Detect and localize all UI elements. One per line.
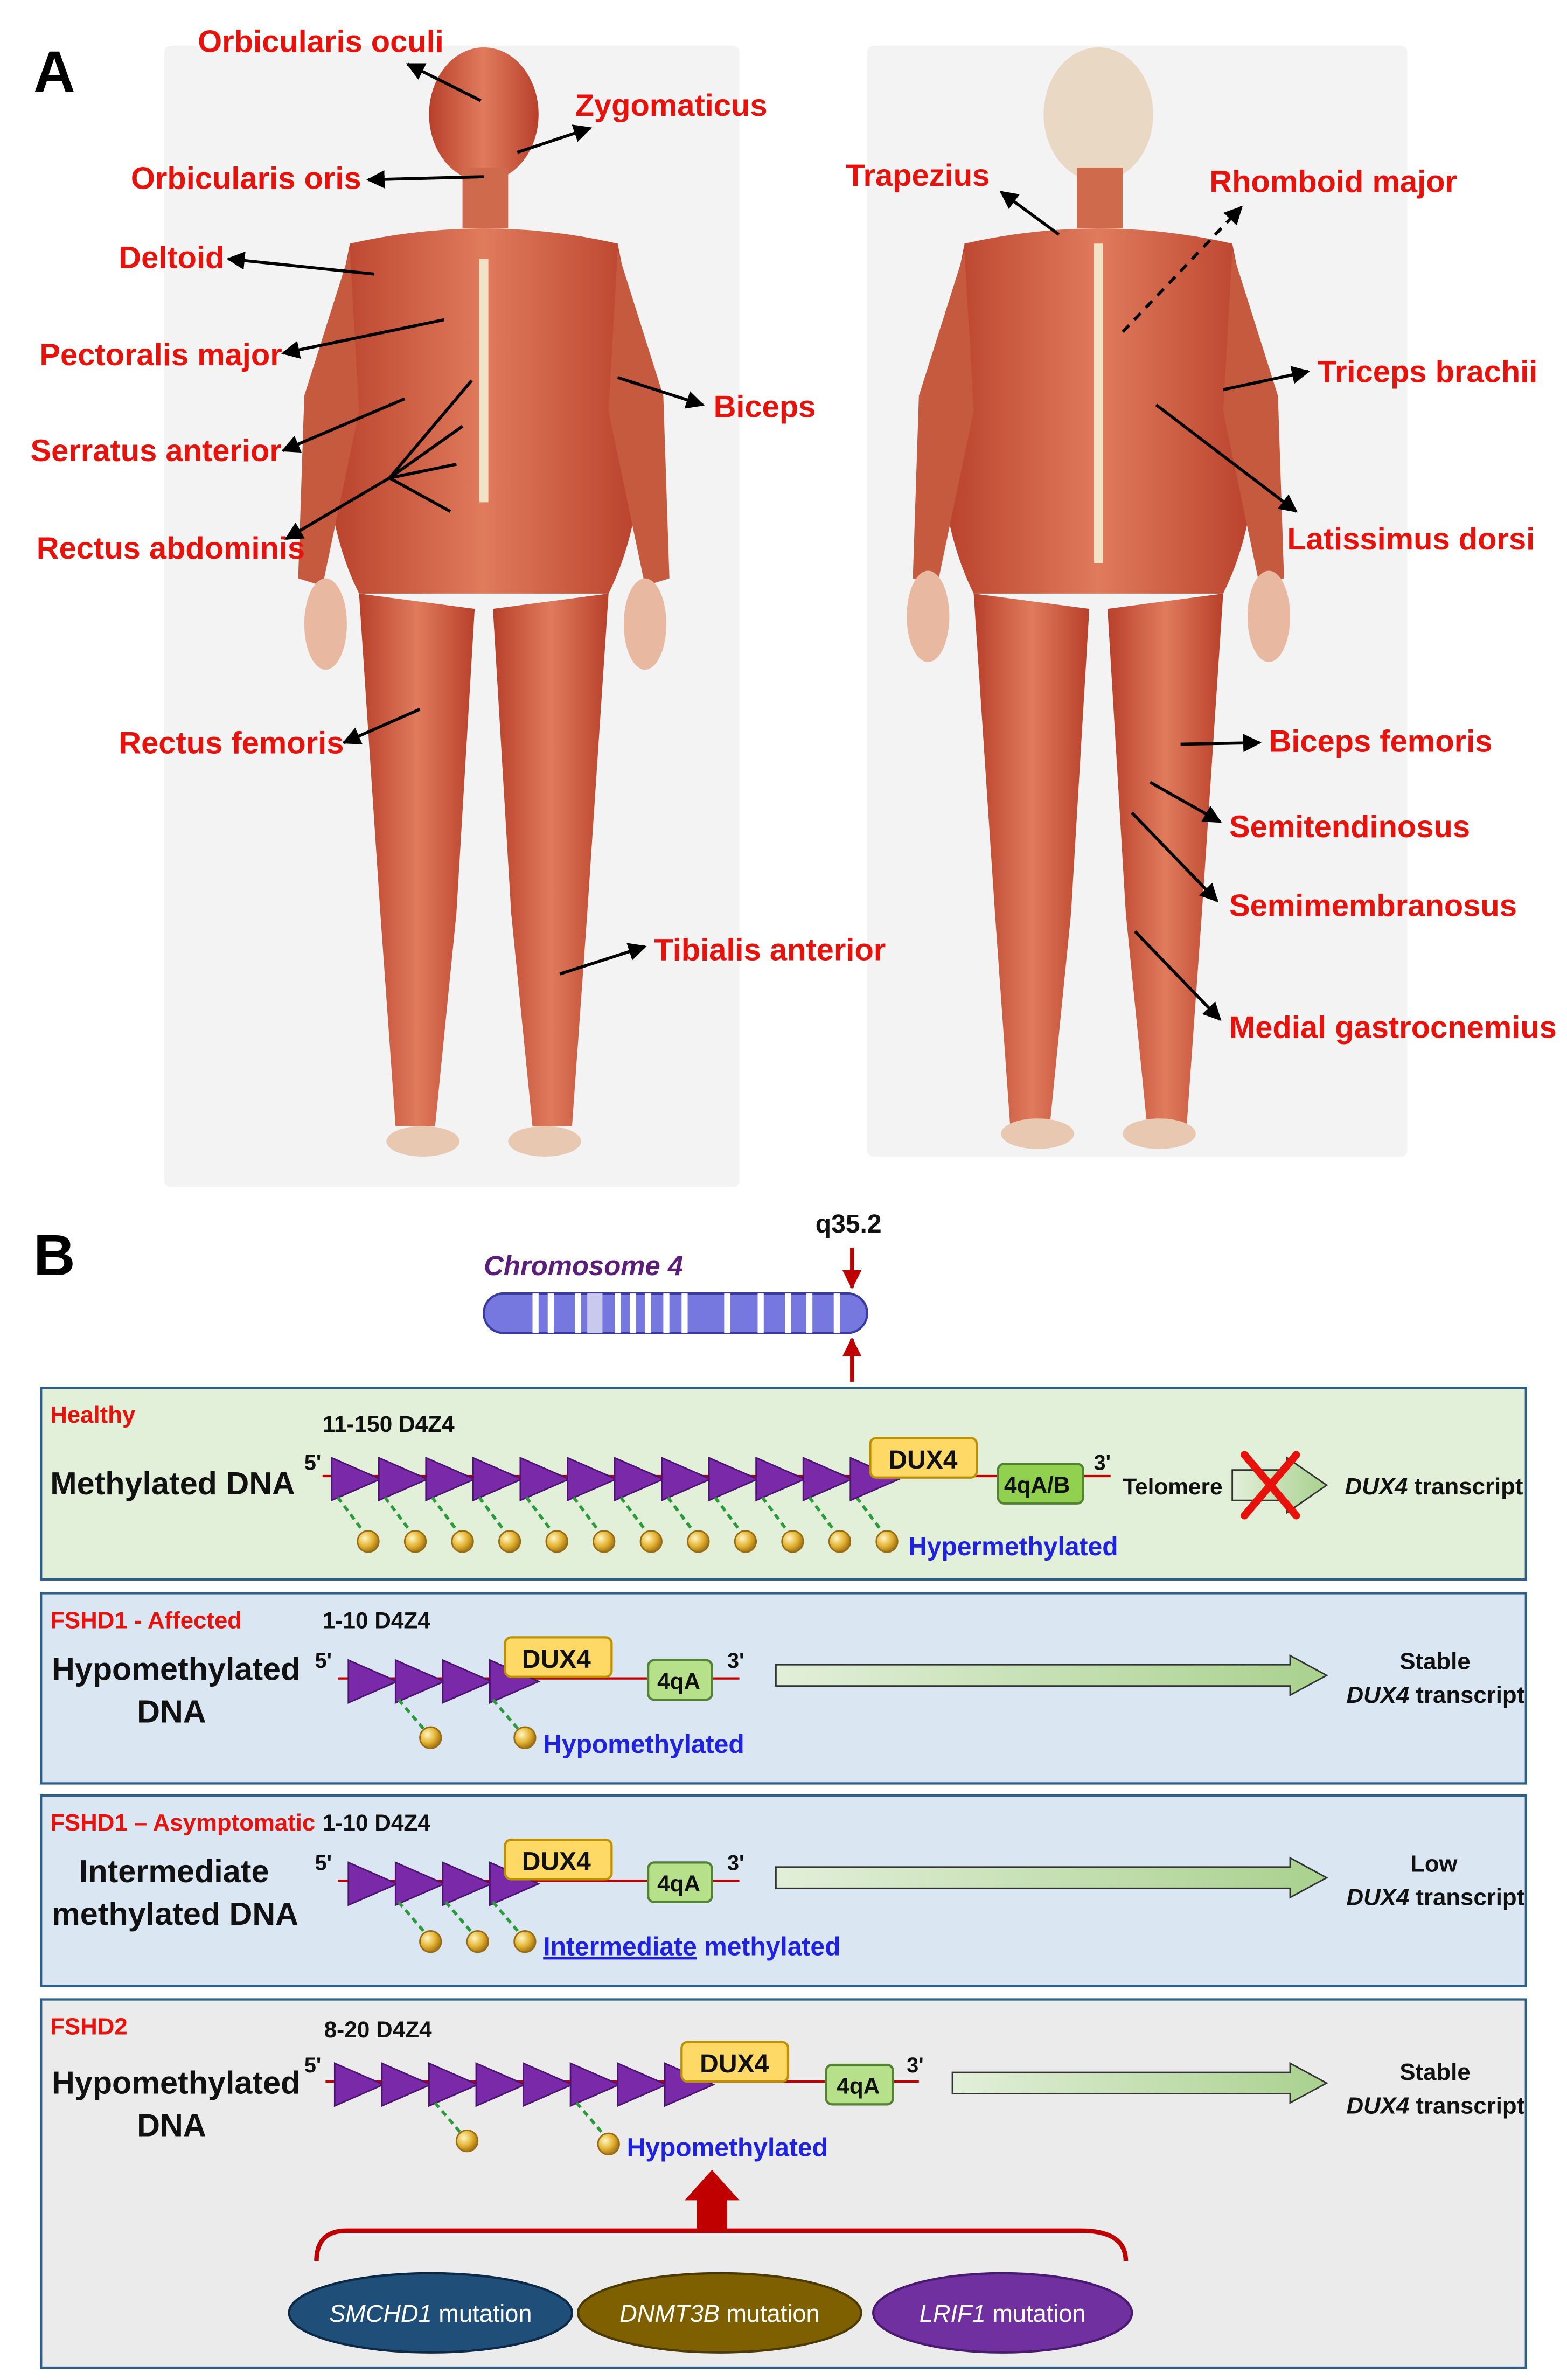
- dux4-box: [504, 1838, 613, 1881]
- dux4-box: [869, 1437, 978, 1479]
- row-tag: FSHD1 – Asymptomatic: [50, 1810, 315, 1836]
- dux4-label: DUX4: [888, 1446, 957, 1474]
- allele-box: [647, 1861, 713, 1903]
- label-pectoralis-major: Pectoralis major: [39, 338, 282, 372]
- row-title-line1: Intermediate: [79, 1853, 269, 1889]
- label-orbicularis-oculi: Orbicularis oculi: [198, 24, 444, 59]
- front-labels: Orbicularis oculi Zygomaticus Orbiculari…: [30, 24, 886, 967]
- panel-b: B Chromosome 4 q35.2 Healthy 11-150 D4Z4: [33, 1210, 1527, 2369]
- three-prime: 3': [1094, 1451, 1111, 1475]
- result-text: DUX4 transcript: [1346, 1884, 1524, 1910]
- dux4-label: DUX4: [522, 1645, 591, 1674]
- allele-label: 4qA: [657, 1871, 700, 1896]
- chromosome-name: Chromosome 4: [484, 1250, 683, 1281]
- repeat-count: 8-20 D4Z4: [324, 2017, 433, 2042]
- three-prime: 3': [907, 2054, 923, 2077]
- result-line1: Stable: [1399, 1648, 1470, 1675]
- row-tag: FSHD1 - Affected: [50, 1607, 242, 1633]
- row-title-line2: DNA: [137, 1693, 206, 1729]
- label-zygomaticus: Zygomaticus: [575, 88, 768, 123]
- methylation-state: Hypomethylated: [627, 2133, 828, 2162]
- row-fshd2: FSHD2 8-20 D4Z4 Hypomethylated DNA 5' DU…: [40, 1998, 1527, 2369]
- five-prime: 5': [304, 2054, 321, 2077]
- allele-label: 4qA: [837, 2073, 880, 2099]
- label-deltoid: Deltoid: [119, 240, 224, 275]
- result-text: DUX4 transcript: [1345, 1473, 1523, 1500]
- repeat-count: 1-10 D4Z4: [323, 1810, 431, 1835]
- result-line1: Stable: [1399, 2059, 1470, 2085]
- label-triceps-brachii: Triceps brachii: [1318, 354, 1538, 389]
- label-semimembranosus: Semimembranosus: [1229, 889, 1517, 923]
- transcript-arrow: [951, 2062, 1328, 2104]
- blocked-x-icon: [1241, 1451, 1300, 1520]
- panel-a: A: [30, 24, 1557, 1187]
- allele-box: [997, 1463, 1084, 1505]
- result-text: DUX4 transcript: [1346, 2092, 1524, 2119]
- back-labels: Trapezius Rhomboid major Triceps brachii…: [846, 158, 1557, 1045]
- repeat-count: 11-150 D4Z4: [323, 1411, 455, 1437]
- result-line1: Low: [1410, 1850, 1458, 1877]
- label-latissimus-dorsi: Latissimus dorsi: [1287, 522, 1535, 556]
- label-serratus-anterior: Serratus anterior: [30, 434, 281, 468]
- mutation-smchd1: SMCHD1 mutation: [288, 2272, 574, 2354]
- panel-b-letter: B: [33, 1223, 75, 1288]
- dux4-box: [504, 1636, 613, 1678]
- five-prime: 5': [315, 1851, 332, 1875]
- row-title-line2: methylated DNA: [52, 1896, 298, 1932]
- row-title-line1: Hypomethylated: [52, 1651, 300, 1687]
- chromosome-band: q35.2: [816, 1210, 882, 1238]
- row-title-line2: DNA: [137, 2107, 206, 2144]
- label-rectus-abdominis: Rectus abdominis: [37, 531, 305, 566]
- label-orbicularis-oris: Orbicularis oris: [131, 162, 361, 196]
- label-rectus-femoris: Rectus femoris: [119, 726, 344, 760]
- result-text: DUX4 transcript: [1346, 1682, 1524, 1708]
- allele-label: 4qA: [657, 1668, 700, 1694]
- dux4-label: DUX4: [522, 1847, 591, 1876]
- mutation-dnmt3b: DNMT3B mutation: [577, 2272, 862, 2354]
- front-body-illustration: [164, 46, 740, 1187]
- row-fshd1-asymptomatic: FSHD1 – Asymptomatic 1-10 D4Z4 Intermedi…: [40, 1794, 1527, 1987]
- mutation-bracket: [314, 2228, 1129, 2261]
- chromosome-ideogram: Chromosome 4 q35.2: [483, 1210, 882, 1382]
- label-tibialis-anterior: Tibialis anterior: [654, 933, 886, 968]
- allele-box: [825, 2063, 894, 2106]
- telomere-label: Telomere: [1123, 1474, 1222, 1499]
- methylation-state: Hypermethylated: [908, 1533, 1118, 1561]
- label-biceps-femoris: Biceps femoris: [1269, 725, 1492, 759]
- svg-text:SMCHD1 mutation: SMCHD1 mutation: [329, 2300, 532, 2327]
- row-tag: Healthy: [50, 1402, 136, 1428]
- methylation-state: Intermediate methylated: [543, 1933, 840, 1961]
- repeat-count: 1-10 D4Z4: [323, 1607, 431, 1633]
- dux4-box: [680, 2041, 790, 2083]
- svg-text:LRIF1 mutation: LRIF1 mutation: [920, 2300, 1086, 2327]
- three-prime: 3': [727, 1649, 744, 1673]
- allele-label: 4qA/B: [1004, 1472, 1070, 1498]
- front-arrows: [226, 62, 705, 976]
- causal-arrow: [684, 2169, 740, 2231]
- transcript-arrow: [775, 1856, 1328, 1899]
- label-biceps: Biceps: [714, 389, 816, 424]
- back-arrows: [999, 191, 1311, 1021]
- row-healthy: Healthy 11-150 D4Z4 Methylated DNA 5': [40, 1387, 1527, 1581]
- label-medial-gastrocnemius: Medial gastrocnemius: [1229, 1011, 1557, 1045]
- label-rhomboid-major: Rhomboid major: [1209, 164, 1457, 199]
- methylation-state: Hypomethylated: [543, 1730, 744, 1759]
- allele-box: [647, 1659, 713, 1701]
- three-prime: 3': [727, 1851, 744, 1875]
- dux4-label: DUX4: [700, 2050, 769, 2078]
- label-trapezius: Trapezius: [846, 158, 990, 193]
- five-prime: 5': [315, 1649, 332, 1673]
- row-title-line1: Hypomethylated: [52, 2065, 300, 2101]
- row-fshd1-affected: FSHD1 - Affected 1-10 D4Z4 Hypomethylate…: [40, 1592, 1527, 1785]
- panel-a-letter: A: [33, 39, 75, 104]
- row-tag: FSHD2: [50, 2013, 127, 2040]
- svg-text:DNMT3B mutation: DNMT3B mutation: [619, 2300, 820, 2327]
- row-title: Methylated DNA: [50, 1465, 295, 1501]
- mutation-lrif1: LRIF1 mutation: [872, 2272, 1133, 2354]
- back-body-illustration: [867, 46, 1408, 1157]
- five-prime: 5': [304, 1451, 321, 1475]
- transcript-arrow: [775, 1654, 1328, 1697]
- label-semitendinosus: Semitendinosus: [1229, 810, 1470, 844]
